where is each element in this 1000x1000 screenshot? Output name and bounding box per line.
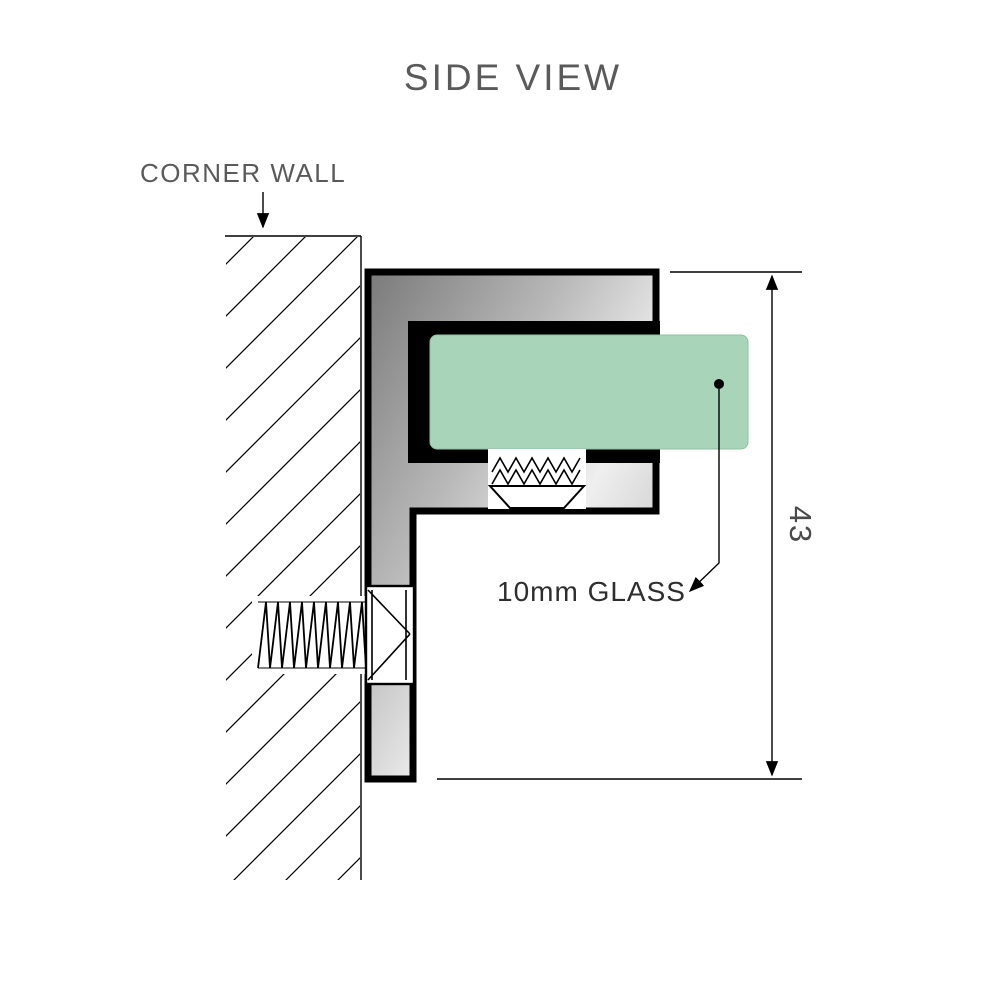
glass-panel <box>429 334 749 450</box>
mounting-screw <box>252 584 416 686</box>
gasket-cone <box>487 485 587 509</box>
leader-line <box>688 389 720 593</box>
leader-dot <box>714 379 724 389</box>
glass-label: 10mm GLASS <box>497 576 686 607</box>
dimension-43: 43 <box>437 271 818 780</box>
dimension-value: 43 <box>783 506 818 544</box>
screw-shaft-edges <box>258 601 366 669</box>
diagram-title: SIDE VIEW <box>404 57 622 98</box>
gasket-screw <box>487 449 587 509</box>
gasket-thread-lower <box>491 468 581 486</box>
screw-thread-coil <box>257 601 367 669</box>
gasket-thread-upper <box>491 456 581 474</box>
corner-wall <box>225 235 362 880</box>
corner-wall-label: CORNER WALL <box>140 158 346 188</box>
screw-head-detail <box>367 589 411 681</box>
glass-leader <box>688 379 724 593</box>
